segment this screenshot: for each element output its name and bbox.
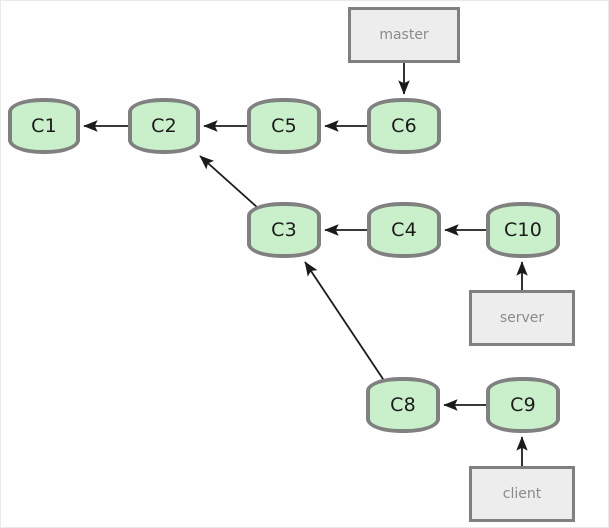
commit-node-c9[interactable]: C9: [486, 377, 560, 433]
commit-node-c5[interactable]: C5: [247, 98, 321, 154]
commit-node-c6[interactable]: C6: [367, 98, 441, 154]
edge-c3-to-c2: [199, 155, 259, 209]
commit-node-c2[interactable]: C2: [128, 98, 200, 154]
commit-node-c10[interactable]: C10: [486, 202, 560, 258]
commit-node-c4[interactable]: C4: [367, 202, 441, 258]
commit-node-c8[interactable]: C8: [366, 377, 440, 433]
commit-node-c3[interactable]: C3: [247, 202, 321, 258]
branch-ref-client[interactable]: client: [469, 466, 575, 522]
branch-ref-server[interactable]: server: [469, 290, 575, 346]
branch-ref-master[interactable]: master: [348, 7, 460, 63]
commit-node-c1[interactable]: C1: [8, 98, 80, 154]
edge-c8-to-c3: [304, 261, 386, 383]
